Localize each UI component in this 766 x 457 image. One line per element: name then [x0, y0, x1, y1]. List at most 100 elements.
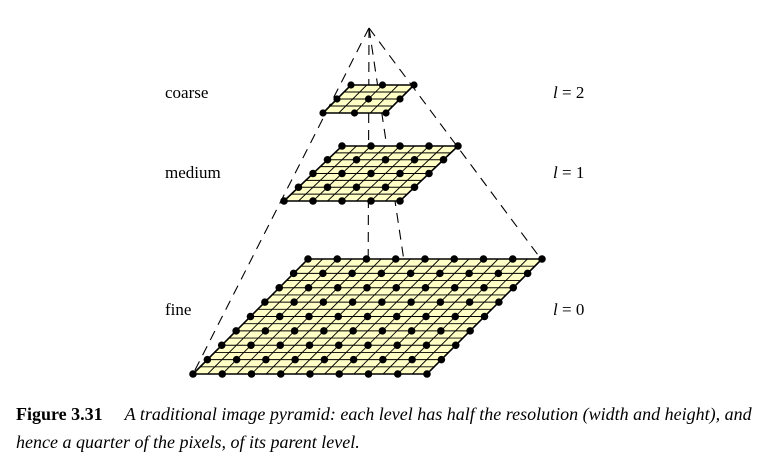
- grid-line: [382, 258, 499, 375]
- grid-line: [412, 258, 528, 375]
- sample-dot: [523, 269, 532, 278]
- sample-dot: [494, 269, 503, 278]
- sample-dot: [348, 298, 357, 306]
- sample-dot: [335, 370, 344, 378]
- sample-dot: [436, 269, 444, 278]
- sample-dot: [422, 341, 431, 350]
- sample-dot: [246, 312, 255, 321]
- label-medium: medium: [165, 163, 221, 182]
- sample-dot: [382, 109, 390, 117]
- sample-dot: [363, 283, 371, 292]
- sample-dot: [276, 370, 285, 378]
- sample-dot: [392, 283, 401, 292]
- sample-dot: [347, 81, 355, 89]
- grid-level-fine: [189, 255, 546, 378]
- sample-dot: [364, 95, 373, 103]
- sample-dot: [480, 283, 488, 292]
- sample-dot: [421, 255, 429, 263]
- sample-dot: [291, 355, 299, 364]
- sample-dot: [367, 169, 375, 178]
- sample-dot: [406, 269, 415, 278]
- sample-dot: [425, 169, 433, 178]
- sample-dot: [436, 298, 445, 306]
- sample-dot: [408, 355, 416, 364]
- sample-dot: [276, 341, 285, 350]
- sample-dot: [367, 142, 375, 150]
- sample-dot: [410, 183, 419, 192]
- sample-dot: [450, 255, 459, 263]
- sample-dot: [309, 197, 317, 205]
- grid-line: [324, 258, 440, 375]
- sample-dot: [410, 81, 418, 89]
- sample-dot: [275, 312, 284, 321]
- sample-dot: [423, 370, 431, 378]
- sample-dot: [289, 269, 298, 278]
- sample-dot: [367, 197, 375, 205]
- sample-dot: [309, 169, 317, 178]
- sample-dot: [323, 183, 332, 192]
- sample-dot: [232, 327, 240, 335]
- sample-dot: [396, 197, 404, 205]
- image-pyramid-diagram: coarse medium fine l = 2 l = 1 l = 0: [165, 27, 584, 378]
- sample-dot: [261, 298, 269, 306]
- sample-dot: [232, 355, 241, 364]
- sample-dot: [333, 255, 342, 263]
- label-coarse: coarse: [165, 83, 208, 102]
- sample-dot: [247, 370, 256, 378]
- sample-dot: [333, 95, 341, 103]
- sample-dot: [407, 298, 415, 306]
- sample-dot: [350, 109, 359, 117]
- sample-dot: [363, 312, 372, 321]
- sample-dot: [396, 169, 404, 178]
- sample-dot: [338, 197, 346, 205]
- sample-dot: [450, 283, 459, 292]
- sample-dot: [338, 169, 346, 178]
- sample-dot: [391, 255, 400, 263]
- level-index-0: l = 0: [553, 300, 584, 319]
- sample-dot: [392, 312, 401, 321]
- sample-dot: [203, 355, 212, 364]
- sample-dot: [495, 298, 503, 306]
- sample-dot: [410, 155, 419, 164]
- sample-dot: [349, 355, 358, 364]
- sample-dot: [352, 155, 361, 164]
- sample-dot: [379, 355, 387, 364]
- sample-dot: [320, 355, 329, 364]
- sample-dot: [247, 341, 255, 350]
- sample-dot: [364, 370, 373, 378]
- sample-dot: [509, 283, 518, 292]
- sample-dot: [422, 312, 430, 321]
- sample-dot: [425, 142, 433, 150]
- pyramid-edge-line: [368, 27, 542, 260]
- sample-dot: [290, 298, 298, 306]
- level-index-2: l = 2: [553, 83, 584, 102]
- grid-line: [385, 145, 444, 202]
- sample-dot: [306, 370, 314, 378]
- sample-dot: [479, 255, 488, 263]
- sample-dot: [362, 255, 371, 263]
- sample-dot: [333, 283, 342, 292]
- grid-line: [353, 258, 470, 375]
- sample-dot: [352, 183, 361, 192]
- sample-dot: [334, 341, 343, 350]
- sample-dot: [393, 341, 402, 350]
- sample-dot: [305, 341, 314, 350]
- sample-dot: [454, 142, 462, 150]
- sample-dot: [348, 269, 356, 278]
- sample-dot: [466, 327, 474, 335]
- sample-dot: [275, 283, 284, 292]
- label-fine: fine: [165, 300, 191, 319]
- sample-dot: [451, 312, 460, 321]
- grid-level-medium: [280, 142, 462, 205]
- sample-dot: [378, 298, 386, 306]
- sample-dot: [334, 312, 343, 321]
- sample-dot: [508, 255, 517, 263]
- caption-text: A traditional image pyramid: each level …: [16, 404, 752, 452]
- sample-dot: [439, 155, 448, 164]
- sample-dot: [396, 142, 404, 150]
- sample-dot: [319, 298, 328, 306]
- sample-dot: [304, 255, 312, 263]
- sample-dot: [319, 109, 327, 117]
- sample-dot: [261, 327, 270, 335]
